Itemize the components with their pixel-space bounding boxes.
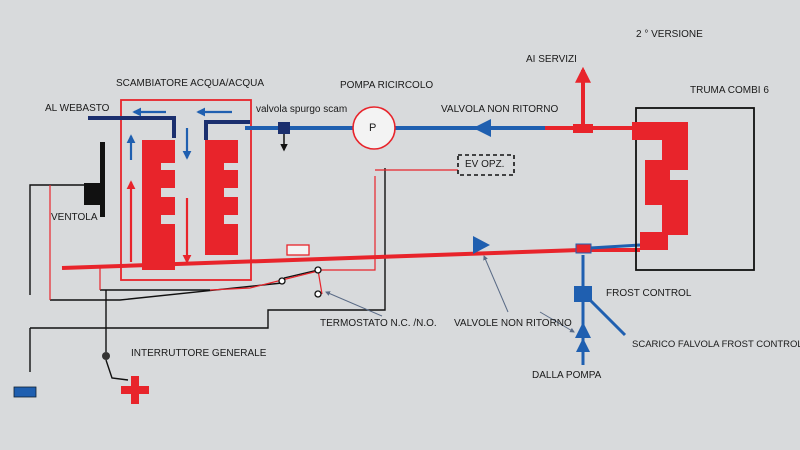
thermostat-contact-b <box>314 266 322 274</box>
purge-valve-label: valvola spurgo scam <box>256 104 348 115</box>
check-valves-label: VALVOLE NON RITORNO <box>454 318 572 329</box>
tee-upper <box>573 124 593 133</box>
resistor <box>286 244 310 256</box>
battery-plus <box>121 376 149 404</box>
truma-box <box>635 107 755 271</box>
check-valve-frost <box>575 322 591 338</box>
pump-label: POMPA RICIRCOLO <box>340 80 434 91</box>
truma-coil <box>632 122 688 250</box>
frost-control-valve <box>574 286 592 302</box>
from-pump-label: DALLA POMPA <box>532 370 602 381</box>
check-valve-label: VALVOLA NON RITORNO <box>441 104 559 115</box>
check-valve-lower <box>473 236 490 254</box>
webasto-label: AL WEBASTO <box>45 103 110 114</box>
fan-motor <box>84 183 102 205</box>
version-label: 2 ° VERSIONE <box>636 29 703 40</box>
webasto-pipe <box>88 116 176 138</box>
tee-lower <box>575 243 592 254</box>
exchanger-outlet-pipe <box>204 120 250 140</box>
purge-valve <box>278 122 290 134</box>
thin-red-wiring <box>49 169 458 300</box>
thermostat-contact-c <box>314 290 322 298</box>
coil-right <box>205 140 238 255</box>
exchanger-frame <box>120 99 252 281</box>
battery-minus <box>13 386 37 398</box>
frost-inlet-arrow <box>576 338 590 352</box>
main-switch-terminal <box>102 352 110 360</box>
ai-servizi-label: AI SERVIZI <box>526 54 577 65</box>
truma-label: TRUMA COMBI 6 <box>690 85 769 96</box>
pump-symbol <box>352 106 396 150</box>
check-valve-upper <box>473 119 491 137</box>
ev-optional-label: EV OPZ. <box>465 159 505 170</box>
leader-lines <box>325 255 575 333</box>
cold-to-truma <box>589 243 641 250</box>
main-switch-label: INTERRUTTORE GENERALE <box>131 348 267 359</box>
fan-label: VENTOLA <box>51 212 98 223</box>
coil-left <box>142 140 175 270</box>
ev-optional-box <box>457 154 515 176</box>
pump-symbol-label: P <box>369 122 377 134</box>
exchanger-flow-arrows <box>126 107 232 264</box>
fan-bar <box>100 142 105 217</box>
exchanger-label: SCAMBIATORE ACQUA/ACQUA <box>116 78 264 89</box>
frost-drain-label: SCARICO FALVOLA FROST CONTROL <box>632 339 800 350</box>
thermostat-label: TERMOSTATO N.C. /N.O. <box>320 318 437 329</box>
thermostat-contact-a <box>278 277 286 285</box>
frost-control-label: FROST CONTROL <box>606 288 692 299</box>
frost-drain-pipe <box>588 298 627 337</box>
